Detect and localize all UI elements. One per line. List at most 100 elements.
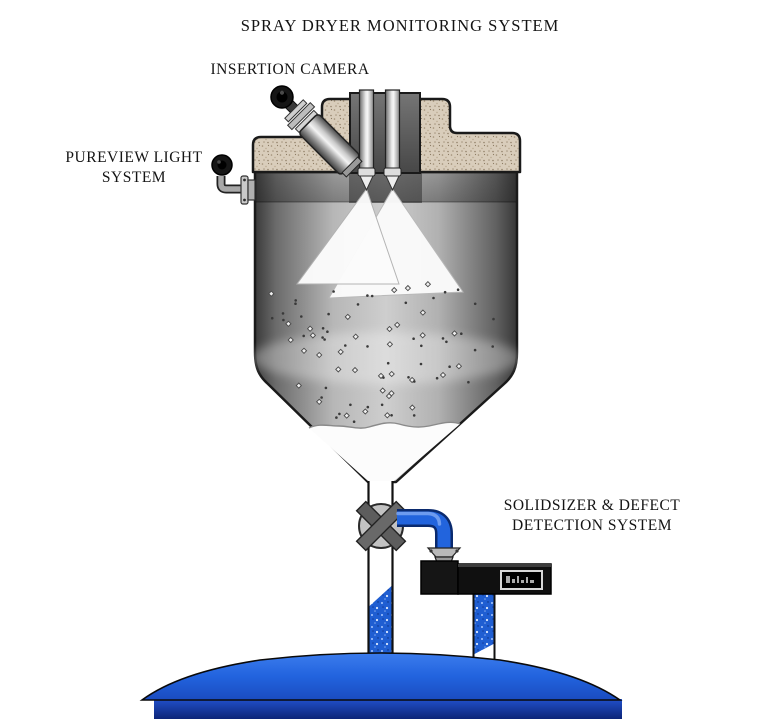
particle-dot xyxy=(404,301,408,305)
diagram-title: SPRAY DRYER MONITORING SYSTEM xyxy=(240,16,560,35)
particle-dot xyxy=(473,348,477,352)
particle-dot xyxy=(492,317,495,321)
particle-diamond xyxy=(362,408,369,415)
particle-diamond xyxy=(386,325,393,333)
camera-tip-ring xyxy=(341,156,363,178)
particle-diamond xyxy=(268,290,275,297)
particle-dot xyxy=(467,380,470,384)
particle-diamond xyxy=(344,313,351,321)
light-elbow-pipe xyxy=(218,176,244,192)
label-pureview-light: PUREVIEW LIGHT SYSTEM xyxy=(38,148,230,188)
particle-dot xyxy=(349,403,352,407)
particle-dot xyxy=(456,288,460,292)
label-solidsizer-line1: SOLIDSIZER & DEFECT xyxy=(503,497,681,514)
camera-flange-2 xyxy=(286,101,316,131)
nozzle-lance-right xyxy=(384,89,401,171)
particle-dot xyxy=(448,365,451,369)
particle-dot xyxy=(320,396,323,399)
particle-diamond xyxy=(306,325,314,332)
particle-diamond xyxy=(343,412,350,419)
particle-dot xyxy=(270,316,274,320)
particle-dot xyxy=(412,337,415,341)
particle-diamond xyxy=(419,309,427,316)
particle-diamond xyxy=(335,366,342,373)
particle-dot xyxy=(300,315,303,318)
storage-tank xyxy=(139,652,623,719)
particle-diamond xyxy=(419,332,426,339)
transfer-elbow xyxy=(396,509,462,566)
particle-diamond xyxy=(316,351,323,359)
particle-dot xyxy=(380,403,384,407)
tank-dome xyxy=(139,652,623,701)
particle-diamond xyxy=(451,330,458,337)
nozzle-collar-left xyxy=(357,167,376,177)
particle-dot xyxy=(366,345,369,348)
label-solidsizer-line2: DETECTION SYSTEM xyxy=(512,517,672,534)
particle-dot xyxy=(460,332,463,336)
particle-dot xyxy=(352,420,356,424)
solidsizer-inlet-block xyxy=(420,560,459,595)
elbow-highlight xyxy=(396,511,442,526)
solidsizer-device xyxy=(420,560,552,595)
particle-dot xyxy=(321,336,324,339)
particle-diamond xyxy=(384,412,391,419)
particle-dot xyxy=(390,414,393,417)
drying-chamber xyxy=(251,170,521,484)
particle-dot xyxy=(321,327,325,330)
particle-dot xyxy=(432,296,435,300)
particle-diamond xyxy=(386,341,394,348)
particle-diamond xyxy=(377,372,385,380)
feed-nozzles xyxy=(357,89,402,192)
particle-diamond xyxy=(316,398,323,405)
particle-diamond xyxy=(404,284,412,292)
particle-diamond xyxy=(388,370,395,378)
particle-dot xyxy=(491,345,495,348)
light-flange-inner xyxy=(247,179,256,201)
particle-dot xyxy=(366,405,370,409)
particle-dot xyxy=(302,334,306,338)
pureview-light-device xyxy=(211,154,256,205)
particle-dot xyxy=(324,386,328,390)
particle-diamond xyxy=(287,336,294,344)
particle-dot xyxy=(420,344,423,348)
particle-diamond xyxy=(379,387,386,394)
particle-diamond xyxy=(352,333,359,340)
particle-dot xyxy=(443,290,447,294)
particle-diamond xyxy=(424,281,432,288)
particle-dot xyxy=(326,330,329,334)
clamp-bolt-right xyxy=(455,549,459,553)
label-pureview-light-line2: SYSTEM xyxy=(101,169,167,186)
particle-dot xyxy=(413,380,416,383)
nozzle-tip-right xyxy=(385,175,400,192)
nozzle-tip-left xyxy=(359,175,374,192)
label-solidsizer: SOLIDSIZER & DEFECT DETECTION SYSTEM xyxy=(468,496,716,536)
particle-dot xyxy=(335,416,338,419)
particle-dot xyxy=(281,312,285,315)
particle-diamond xyxy=(388,390,395,397)
insertion-camera-device xyxy=(270,85,363,178)
light-bolt-top xyxy=(243,178,246,182)
particle-diamond xyxy=(337,348,344,356)
shoulder-highlight xyxy=(251,332,521,384)
particle-dot xyxy=(419,362,423,366)
particle-diamond xyxy=(391,286,398,294)
particle-dot xyxy=(344,344,347,347)
display-glyphs xyxy=(506,576,534,583)
particle-dot xyxy=(370,294,374,298)
powder-fill xyxy=(309,422,460,481)
particle-dot xyxy=(356,303,360,306)
camera-flange-1 xyxy=(284,99,308,123)
particle-dot xyxy=(473,302,477,306)
particle-diamond xyxy=(309,332,317,339)
spray-cone-left xyxy=(296,187,400,285)
particle-dot xyxy=(332,290,335,293)
particle-diamond xyxy=(439,371,447,379)
particle-diamond xyxy=(455,363,463,370)
solidsizer-top-edge xyxy=(458,564,551,567)
tank-wall xyxy=(154,699,622,719)
light-head-highlight xyxy=(217,160,221,164)
camera-head-highlight xyxy=(279,90,284,95)
particle-field xyxy=(268,281,495,424)
